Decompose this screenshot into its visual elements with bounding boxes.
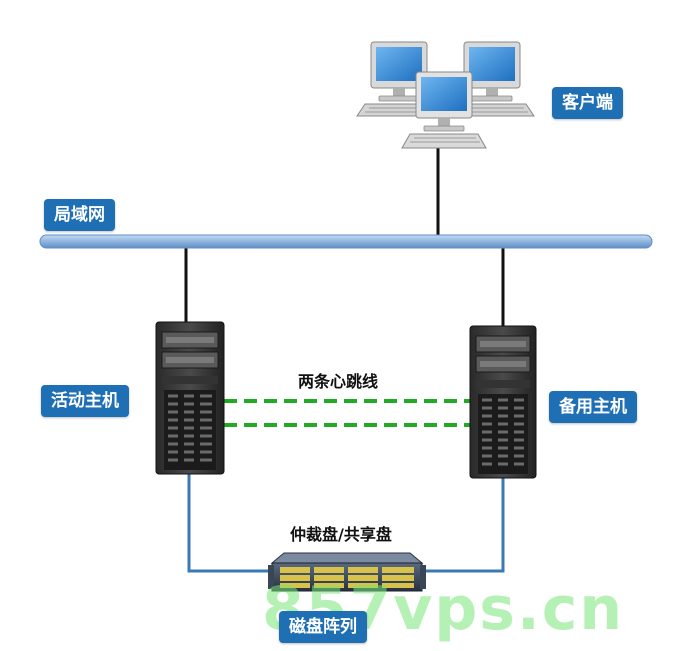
lan-bus bbox=[39, 234, 653, 249]
desktop-computer-icon bbox=[449, 41, 535, 117]
active-host-server bbox=[155, 321, 225, 475]
desktop-computer-icon bbox=[401, 71, 487, 149]
standby-host-label: 备用主机 bbox=[549, 391, 637, 423]
quorum-disk-label: 仲裁盘/共享盘 bbox=[290, 525, 392, 544]
disk-array-device bbox=[268, 552, 426, 592]
rack-storage-icon bbox=[270, 552, 424, 564]
standby-storage-link bbox=[418, 478, 505, 573]
heartbeat-label: 两条心跳线 bbox=[298, 372, 379, 391]
clients-label: 客户端 bbox=[552, 87, 623, 119]
disk-array-label: 磁盘阵列 bbox=[279, 611, 367, 643]
standby-host-server bbox=[469, 325, 537, 479]
lan-label: 局域网 bbox=[44, 199, 115, 231]
client-computers bbox=[356, 41, 535, 149]
active-host-label: 活动主机 bbox=[41, 385, 129, 417]
active-storage-link bbox=[187, 474, 276, 573]
